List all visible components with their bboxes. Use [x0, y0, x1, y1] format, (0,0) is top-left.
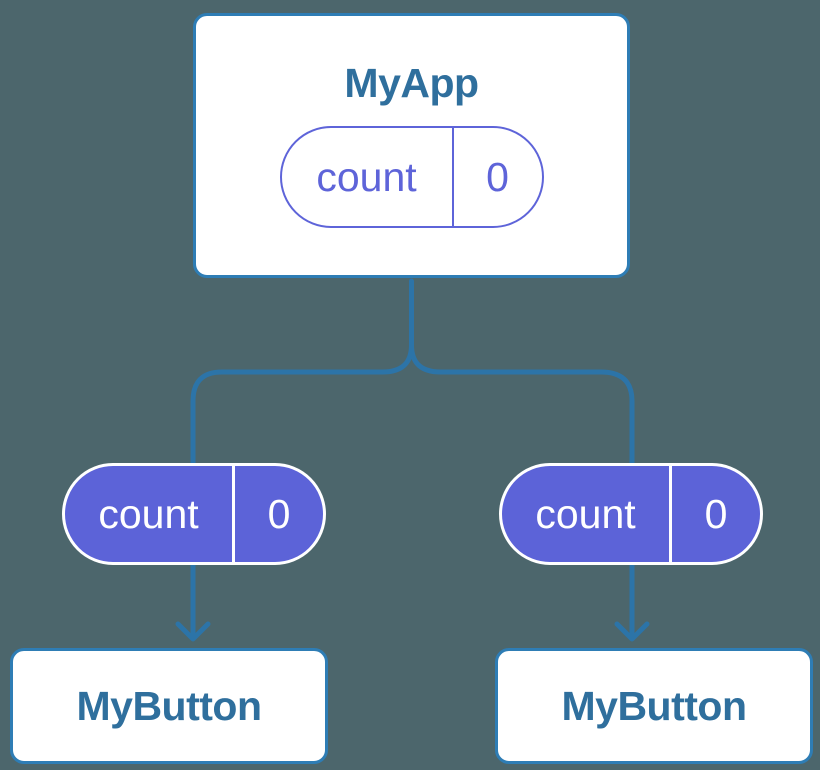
state-name-label: count — [316, 153, 417, 200]
child-state-pill-left: count 0 — [62, 463, 326, 565]
state-name-label: count — [98, 490, 199, 537]
connector-branch-left — [190, 342, 414, 637]
pill-divider — [451, 128, 454, 226]
root-node-title: MyApp — [344, 60, 479, 106]
pill-divider — [232, 466, 235, 562]
arrowhead-down-right-icon — [614, 621, 650, 642]
pill-divider — [669, 466, 672, 562]
child-component-node-right: MyButton — [495, 648, 813, 764]
leaf-node-title: MyButton — [561, 682, 747, 729]
state-name-label: count — [535, 490, 636, 537]
arrowhead-down-left-icon — [175, 621, 211, 642]
state-value: 0 — [267, 490, 291, 537]
state-value: 0 — [486, 153, 509, 200]
root-state-pill: count 0 — [279, 126, 544, 228]
child-state-pill-right: count 0 — [499, 463, 763, 565]
root-component-node: MyApp count 0 — [193, 13, 630, 278]
child-component-node-left: MyButton — [10, 648, 328, 764]
leaf-node-title: MyButton — [76, 682, 262, 729]
state-value: 0 — [704, 490, 728, 537]
connector-branch-right — [409, 342, 635, 637]
